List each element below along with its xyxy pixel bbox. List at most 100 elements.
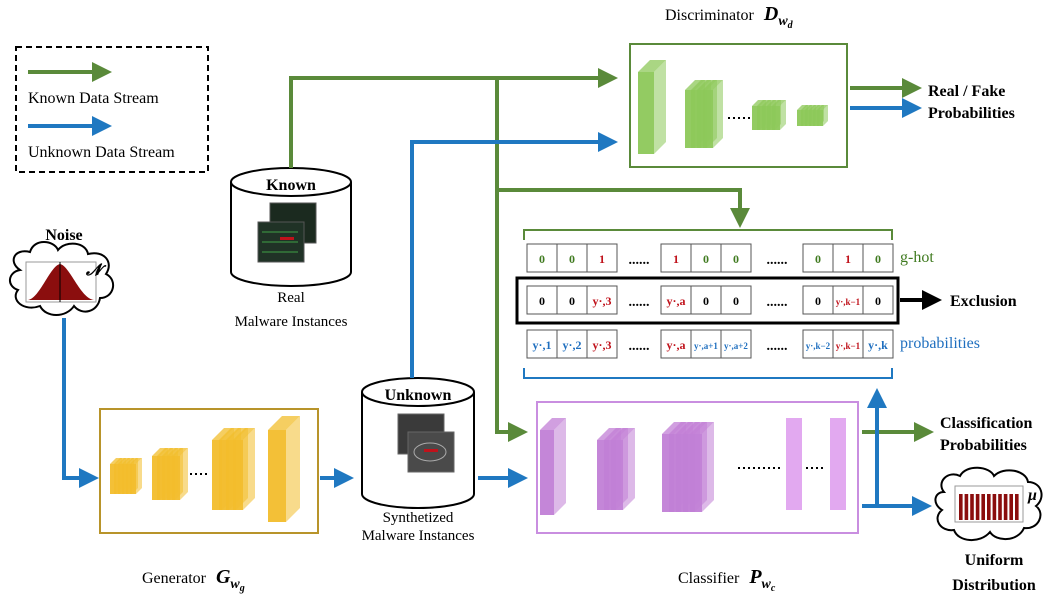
uniform-bar: [975, 494, 980, 520]
ghot-cell-value: 0: [569, 252, 575, 266]
gaussian-curve: [28, 264, 94, 300]
disc-layer: [817, 105, 828, 126]
ghot-cell-value: 1: [845, 252, 851, 266]
uniform-bar: [959, 494, 963, 520]
noise-label: Noise: [45, 227, 82, 244]
uniform-symbol: μ: [1027, 487, 1037, 504]
gen-layer: [233, 428, 255, 510]
classifier-layers: [540, 418, 846, 515]
uniform-bar: [1009, 494, 1013, 520]
uniform-line2: Distribution: [952, 577, 1036, 594]
ghot-cell: [586, 243, 618, 273]
ghot-cell-value: 1: [599, 252, 605, 266]
disc-layer: [638, 60, 666, 154]
noise-to-generator-arrow: [62, 318, 99, 488]
exclusion-cell-value: 0: [733, 294, 739, 308]
ghot-cell: [526, 243, 558, 273]
probabilities-cell: [690, 329, 722, 359]
uniform-bar: [970, 494, 974, 520]
noise-cloud: Noise 𝓝: [9, 227, 115, 316]
generator-layers: [110, 416, 300, 522]
legend-unknown-label: Unknown Data Stream: [28, 144, 175, 161]
ghot-cell-value: 0: [875, 252, 881, 266]
vector-ellipsis: ......: [767, 339, 788, 354]
known-to-discriminator-arrow: [289, 68, 618, 168]
exclusion-cell: [862, 285, 894, 315]
generator-block: Generator Gwg: [99, 408, 319, 594]
classifier-title: Classifier Pwc: [678, 566, 776, 594]
probabilities-cell-value: y·,a+2: [724, 341, 748, 351]
disc-layer: [703, 80, 723, 148]
probabilities-cell-value: y·,3: [592, 338, 611, 352]
classifier-block: Classifier Pwc Classification Probabilit…: [536, 401, 1033, 594]
ghot-cell-value: 0: [815, 252, 821, 266]
uniform-bar: [1003, 494, 1008, 520]
legend-known-label: Known Data Stream: [28, 90, 159, 107]
ghot-cell-value: 0: [539, 252, 545, 266]
known-db-caption-1: Real: [277, 290, 305, 306]
ghot-cell: [802, 243, 834, 273]
exclusion-cell-value: 0: [875, 294, 881, 308]
uniform-bars: [959, 494, 1019, 520]
discriminator-output-line2: Probabilities: [928, 105, 1015, 122]
unknown-db-caption-2: Malware Instances: [362, 528, 475, 544]
probabilities-cell-value: y·,1: [532, 338, 551, 352]
known-db-label: Known: [266, 177, 316, 194]
gen-layer: [268, 416, 300, 522]
ghot-cell: [720, 243, 752, 273]
generator-title: Generator Gwg: [142, 566, 245, 594]
vector-ellipsis: ......: [629, 295, 650, 310]
uniform-bar: [987, 494, 991, 520]
unknown-database: Unknown Synthetized Malware Instances: [361, 377, 475, 544]
gen-layer: [130, 458, 142, 494]
exclusion-cell-value: 0: [815, 294, 821, 308]
uniform-bar: [1015, 494, 1019, 520]
uniform-bar: [992, 494, 997, 520]
known-to-classifier-arrow: [495, 78, 528, 442]
uniform-bar: [998, 494, 1002, 520]
classifier-output-line2: Probabilities: [940, 437, 1027, 454]
probabilities-cell-value: y·,k−2: [806, 341, 831, 351]
unknown-to-discriminator-arrow: [410, 132, 618, 378]
probabilities-cell-value: y·,k: [868, 338, 888, 352]
disc-layer: [772, 100, 786, 130]
cls-layer: [540, 418, 566, 515]
ghot-cell-value: 1: [673, 252, 679, 266]
cls-dense-layer: [786, 418, 802, 510]
cls-layer: [611, 428, 635, 510]
ghot-cell-value: 0: [703, 252, 709, 266]
known-to-ghot-arrow: [497, 188, 750, 228]
unknown-db-label: Unknown: [385, 387, 452, 404]
vector-ellipsis: ......: [629, 253, 650, 268]
ghot-cell: [862, 243, 894, 273]
probabilities-cell: [526, 329, 558, 359]
probabilities-bracket: [523, 368, 893, 379]
classifier-output-line1: Classification: [940, 415, 1033, 432]
exclusion-cell-value: y·,k−1: [836, 297, 861, 307]
discriminator-title: Discriminator Dwd: [665, 3, 794, 31]
vector-ellipsis: ......: [629, 339, 650, 354]
exclusion-cell-value: y·,3: [592, 294, 611, 308]
legend: Known Data Stream Unknown Data Stream: [15, 46, 209, 173]
probabilities-cell-value: y·,2: [562, 338, 581, 352]
known-db-caption-2: Malware Instances: [235, 314, 348, 330]
cls-dense-layer: [830, 418, 846, 510]
uniform-bar: [964, 494, 969, 520]
probabilities-cell: [586, 329, 618, 359]
uniform-cloud: μ Uniform Distribution: [934, 466, 1043, 594]
unknown-db-caption-1: Synthetized: [383, 510, 454, 526]
ghot-cell-value: 0: [733, 252, 739, 266]
vector-ellipsis: ......: [767, 253, 788, 268]
cls-layer: [690, 422, 714, 512]
exclusion-cell: [690, 285, 722, 315]
exclusion-frame: [515, 276, 900, 325]
vector-ellipsis: ......: [767, 295, 788, 310]
exclusion-cell: [832, 285, 864, 315]
probabilities-label: probabilities: [900, 335, 980, 352]
exclusion-cell: [720, 285, 752, 315]
exclusion-cell-value: 0: [569, 294, 575, 308]
probabilities-cell: [556, 329, 588, 359]
